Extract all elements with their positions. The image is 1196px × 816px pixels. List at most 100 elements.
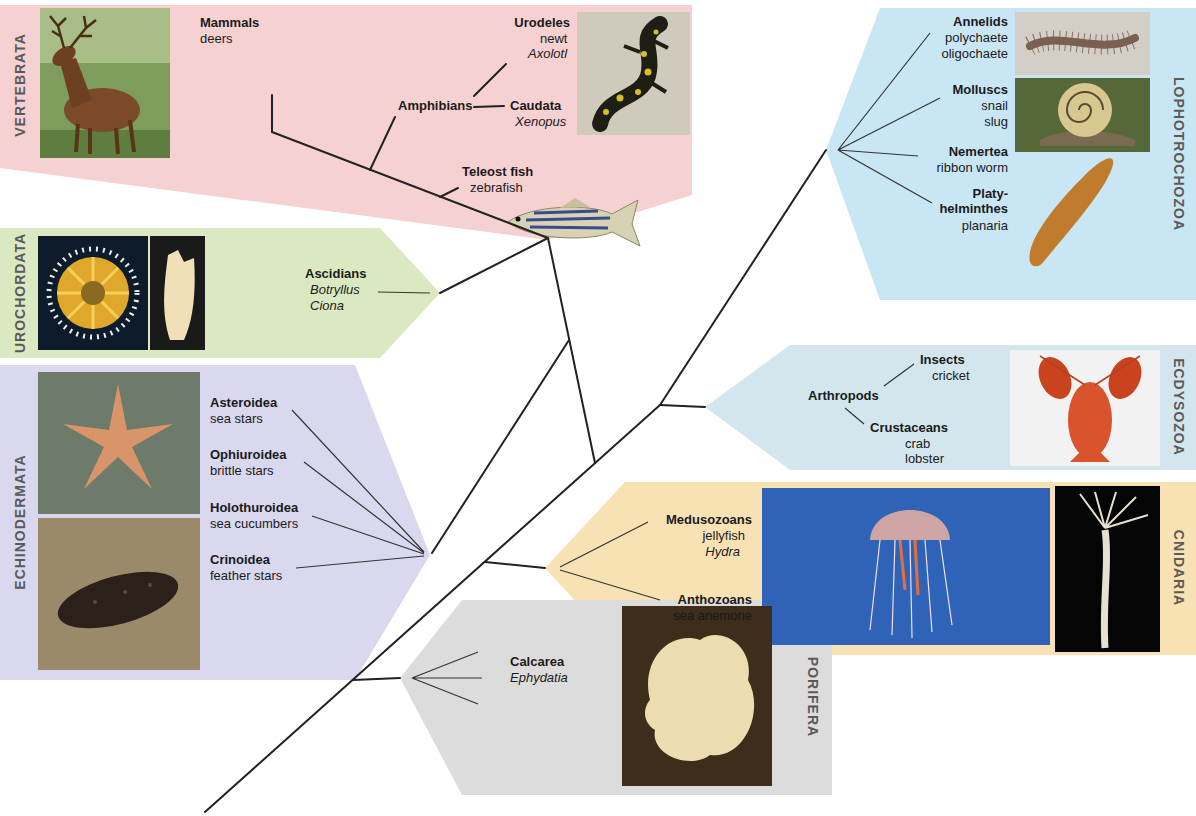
sea-cucumber-photo: [123, 590, 127, 594]
taxon-name: Asteroidea: [210, 395, 277, 410]
jellyfish-photo: [762, 488, 1050, 645]
sea-star-photo: [38, 372, 200, 514]
taxon-name: Amphibians: [398, 98, 472, 113]
botryllus-photo: [57, 257, 129, 329]
clade-name: ECDYSOZOA: [1171, 358, 1186, 456]
taxon-name: Molluscs: [952, 82, 1008, 97]
clade-panel: VERTEBRATAMammalsdeersUrodelesnewtAxolot…: [0, 5, 692, 240]
lobster-photo: [1068, 382, 1112, 458]
deer-photo: [40, 130, 170, 158]
snail-photo: [1015, 78, 1150, 152]
taxon-name: Urodeles: [514, 15, 570, 30]
taxon-name: Platy- helminthes: [928, 186, 1008, 216]
newt-photo: [645, 69, 652, 76]
botryllus-photo: [49, 249, 137, 337]
hydra-photo: [1055, 486, 1160, 652]
example-name: Botryllus: [310, 282, 360, 297]
tree-branch: [440, 238, 548, 293]
newt-photo: [641, 51, 647, 57]
tree-branch: [271, 95, 273, 132]
example-name: feather stars: [210, 568, 282, 583]
panel-outline: [0, 5, 692, 240]
panel-shape: [0, 365, 430, 680]
sea-star-photo: [38, 372, 200, 514]
panel-shape: [705, 345, 1196, 470]
example-name: slug: [984, 114, 1008, 129]
panel-outline: [826, 8, 1196, 300]
example-name: Xenopus: [515, 114, 566, 129]
clade-panel: CNIDARIAMedusozoansjellyfishHydraAnthozo…: [545, 482, 1196, 655]
example-name: zebrafish: [470, 180, 523, 195]
polychaete-photo: [1015, 12, 1150, 75]
taxon-name: Teleost fish: [462, 164, 533, 179]
botryllus-photo: [38, 236, 148, 350]
clade-panel: LOPHOTROCHOZOAAnnelidspolychaeteoligocha…: [826, 8, 1196, 300]
botryllus-photo: [57, 257, 129, 329]
panel-shape: [545, 482, 1196, 655]
hydra-photo: [1055, 486, 1160, 652]
sea-star-photo: [63, 384, 173, 489]
sponge-photo: [622, 606, 772, 786]
panel-shape: [0, 5, 692, 240]
tree-branch: [660, 405, 705, 407]
taxon-name: Holothuroidea: [210, 500, 298, 515]
tree-branch: [474, 106, 504, 107]
lobster-photo: [1010, 350, 1160, 466]
example-name: snail: [981, 98, 1008, 113]
botryllus-photo: [38, 236, 148, 350]
sea-cucumber-photo: [93, 600, 97, 604]
clade-name: VERTEBRATA: [13, 33, 28, 137]
taxon-name: Annelids: [953, 14, 1008, 29]
taxon-name: Medusozoans: [666, 512, 752, 527]
clade-name: ECHINODERMATA: [13, 454, 28, 589]
tree-branch: [548, 238, 595, 463]
example-name: brittle stars: [210, 463, 274, 478]
lobster-photo: [1102, 352, 1148, 405]
deer-photo: [40, 8, 170, 158]
example-name: cricket: [932, 368, 970, 383]
sponge-photo: [645, 635, 754, 761]
jellyfish-photo: [870, 540, 952, 638]
example-name: sea cucumbers: [210, 516, 298, 531]
example-name: Ephydatia: [510, 670, 568, 685]
example-name: sea anemone: [673, 608, 752, 623]
ciona-photo: [150, 236, 205, 350]
deer-photo: [60, 58, 92, 108]
deer-photo: [50, 16, 96, 48]
hydra-photo: [1080, 492, 1148, 528]
lobster-photo: [1070, 452, 1110, 462]
taxon-name: Insects: [920, 352, 965, 367]
sea-cucumber-photo: [52, 561, 184, 639]
newt-photo: [577, 12, 690, 135]
newt-photo: [612, 40, 668, 108]
taxon-name: Anthozoans: [678, 592, 752, 607]
clade-panel: UROCHORDATAAscidiansBotryllusCiona: [0, 228, 440, 358]
jellyfish-photo: [762, 488, 1050, 645]
polychaete-photo: [1030, 38, 1135, 46]
clade-panel: ECDYSOZOAInsectscricketArthropodsCrustac…: [705, 345, 1196, 470]
example-name: sea stars: [210, 411, 263, 426]
clade-name: PORIFERA: [805, 657, 820, 737]
clade-name: LOPHOTROCHOZOA: [1171, 77, 1186, 231]
clade-name: CNIDARIA: [1171, 530, 1186, 606]
taxon-name: Calcarea: [510, 654, 564, 669]
ciona-photo: [150, 236, 205, 350]
sponge-photo: [622, 606, 772, 786]
taxon-name: Caudata: [510, 98, 561, 113]
newt-photo: [654, 30, 659, 35]
newt-photo: [603, 109, 609, 115]
ciona-photo: [164, 250, 195, 340]
snail-photo: [1067, 92, 1103, 122]
example-name: crab: [905, 436, 930, 451]
example-name: ribbon worm: [936, 160, 1008, 175]
snail-photo: [1015, 78, 1150, 152]
sea-cucumber-photo: [38, 518, 200, 670]
clade-name: UROCHORDATA: [13, 233, 28, 353]
panel-outline: [545, 482, 1196, 655]
zebrafish-drawing: [526, 211, 610, 228]
tree-branch: [353, 678, 400, 680]
newt-photo: [635, 89, 641, 95]
panel-shape: [400, 600, 832, 795]
